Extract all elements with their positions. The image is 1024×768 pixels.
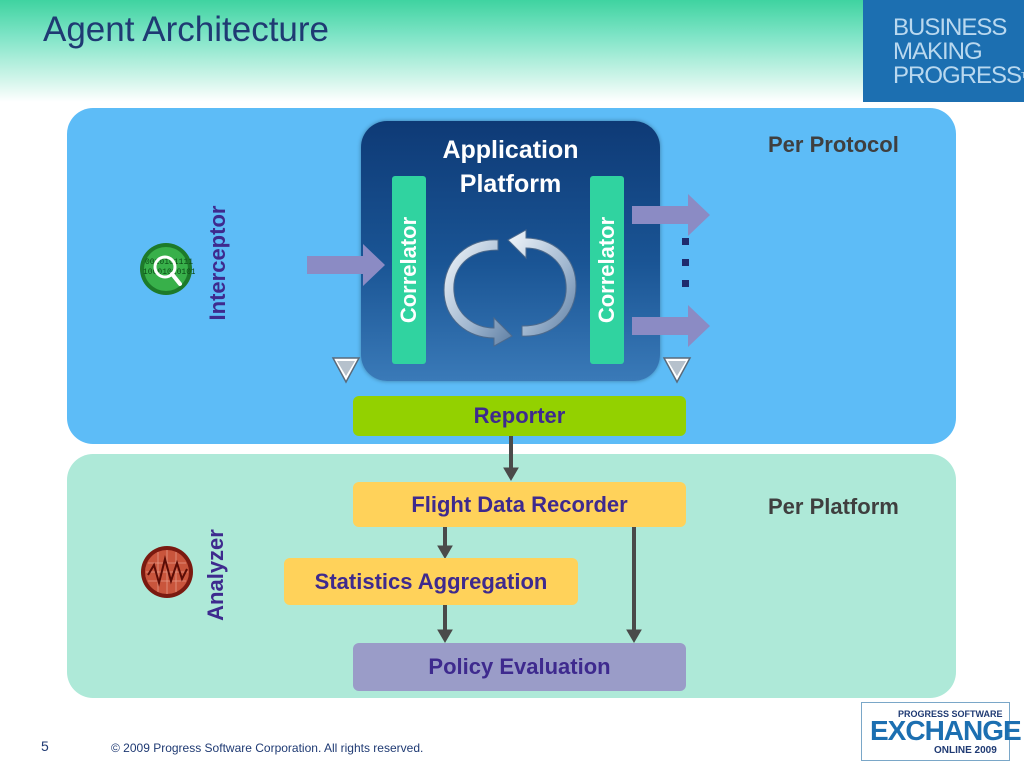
reporter-box: Reporter	[353, 396, 686, 436]
correlator-right: Correlator	[590, 176, 624, 364]
funnel-right-icon	[662, 357, 692, 384]
header-banner	[0, 0, 863, 102]
interceptor-label: Interceptor	[205, 205, 230, 321]
brand-logo: BUSINESS MAKING PROGRESSTM	[863, 0, 1024, 102]
cycle-arrows-icon	[443, 229, 577, 347]
interceptor-magnifier-icon: 0010101111 10001010101	[140, 243, 195, 295]
correlator-left: Correlator	[392, 176, 426, 364]
exchange-logo-top: PROGRESS SOFTWARE	[898, 709, 1003, 719]
exchange-logo: PROGRESS SOFTWARE EXCHANGE ONLINE 2009	[861, 702, 1022, 761]
ellipsis-dots	[678, 238, 692, 301]
application-platform-title: Application Platform	[442, 136, 579, 198]
statistics-aggregation-box: Statistics Aggregation	[284, 558, 578, 605]
copyright-text: © 2009 Progress Software Corporation. Al…	[111, 741, 424, 755]
output-arrow-top-icon	[632, 194, 710, 236]
analyzer-label: Analyzer	[203, 529, 228, 621]
page-number: 5	[41, 738, 49, 754]
per-protocol-label: Per Protocol	[768, 132, 899, 157]
analyzer-graph-icon	[141, 546, 193, 598]
brand-line-3: PROGRESSTM	[893, 62, 1024, 89]
flight-data-recorder-box: Flight Data Recorder	[353, 482, 686, 527]
binary-line-2: 10001010101	[143, 268, 195, 277]
policy-evaluation-box: Policy Evaluation	[353, 643, 686, 691]
slide-title: Agent Architecture	[43, 10, 329, 49]
funnel-left-icon	[331, 357, 361, 384]
binary-line-1: 0010101111	[145, 258, 193, 267]
brand-line-1: BUSINESS	[893, 14, 1007, 41]
exchange-logo-word: EXCHANGE	[870, 715, 1022, 746]
input-arrow-icon	[307, 244, 385, 286]
per-platform-label: Per Platform	[768, 494, 899, 519]
exchange-logo-bottom: ONLINE 2009	[934, 745, 997, 756]
brand-line-2: MAKING	[893, 38, 983, 65]
output-arrow-bottom-icon	[632, 305, 710, 347]
